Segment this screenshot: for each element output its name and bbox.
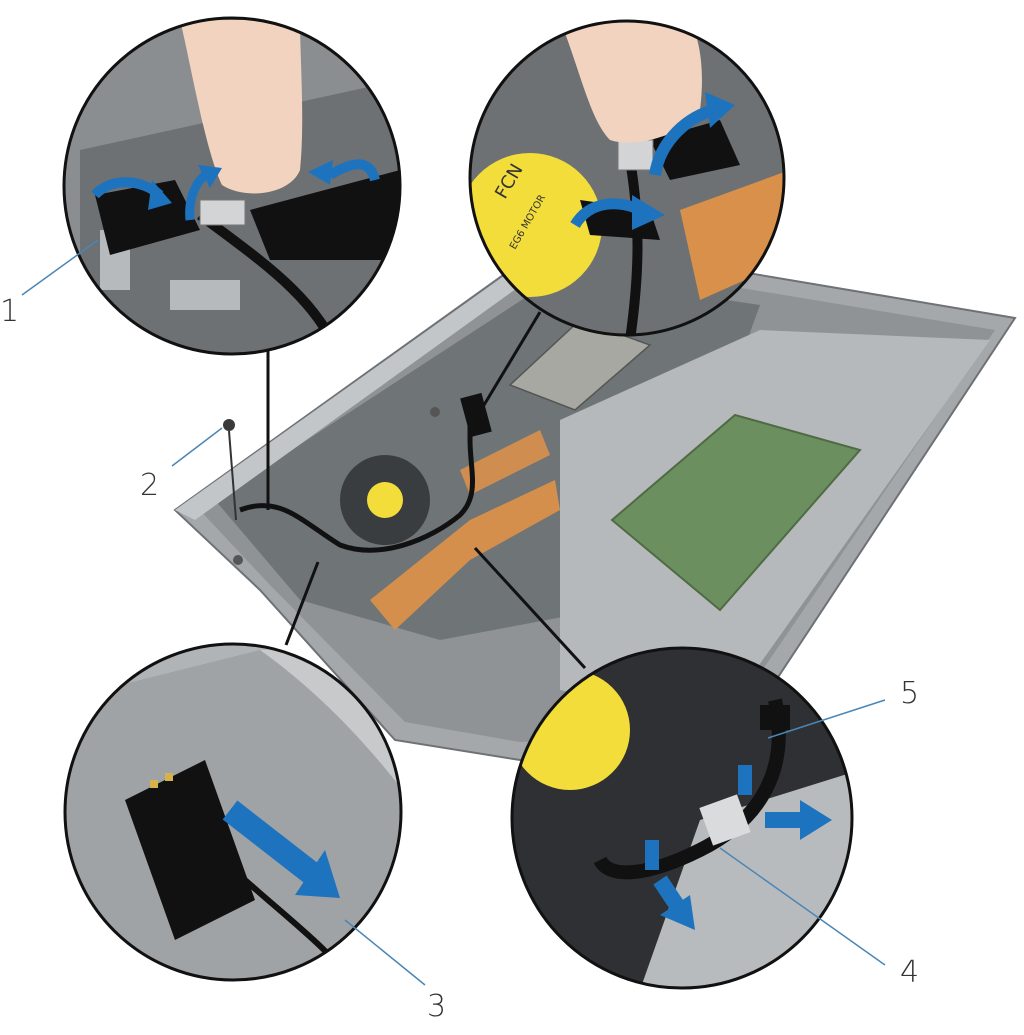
magnifier-top-right: FCN EG6 MOTOR <box>468 19 786 337</box>
callout-1: 1 <box>0 294 20 329</box>
laptop-base <box>173 238 1017 762</box>
callout-2: 2 <box>140 468 160 503</box>
magnifier-bottom-right <box>510 646 854 990</box>
callout-4: 4 <box>900 955 920 990</box>
callout-leaders <box>21 239 886 986</box>
magnifier-leaders <box>266 311 587 670</box>
magnifier-top-left <box>62 16 402 356</box>
callout-5: 5 <box>900 676 920 711</box>
callout-5-leader <box>767 699 886 739</box>
callout-2-leader <box>171 427 223 467</box>
callout-1-leader <box>21 239 99 296</box>
screw <box>223 419 237 521</box>
callout-3-leader <box>344 919 426 986</box>
callout-3: 3 <box>427 989 447 1024</box>
callout-4-leader <box>719 847 886 966</box>
